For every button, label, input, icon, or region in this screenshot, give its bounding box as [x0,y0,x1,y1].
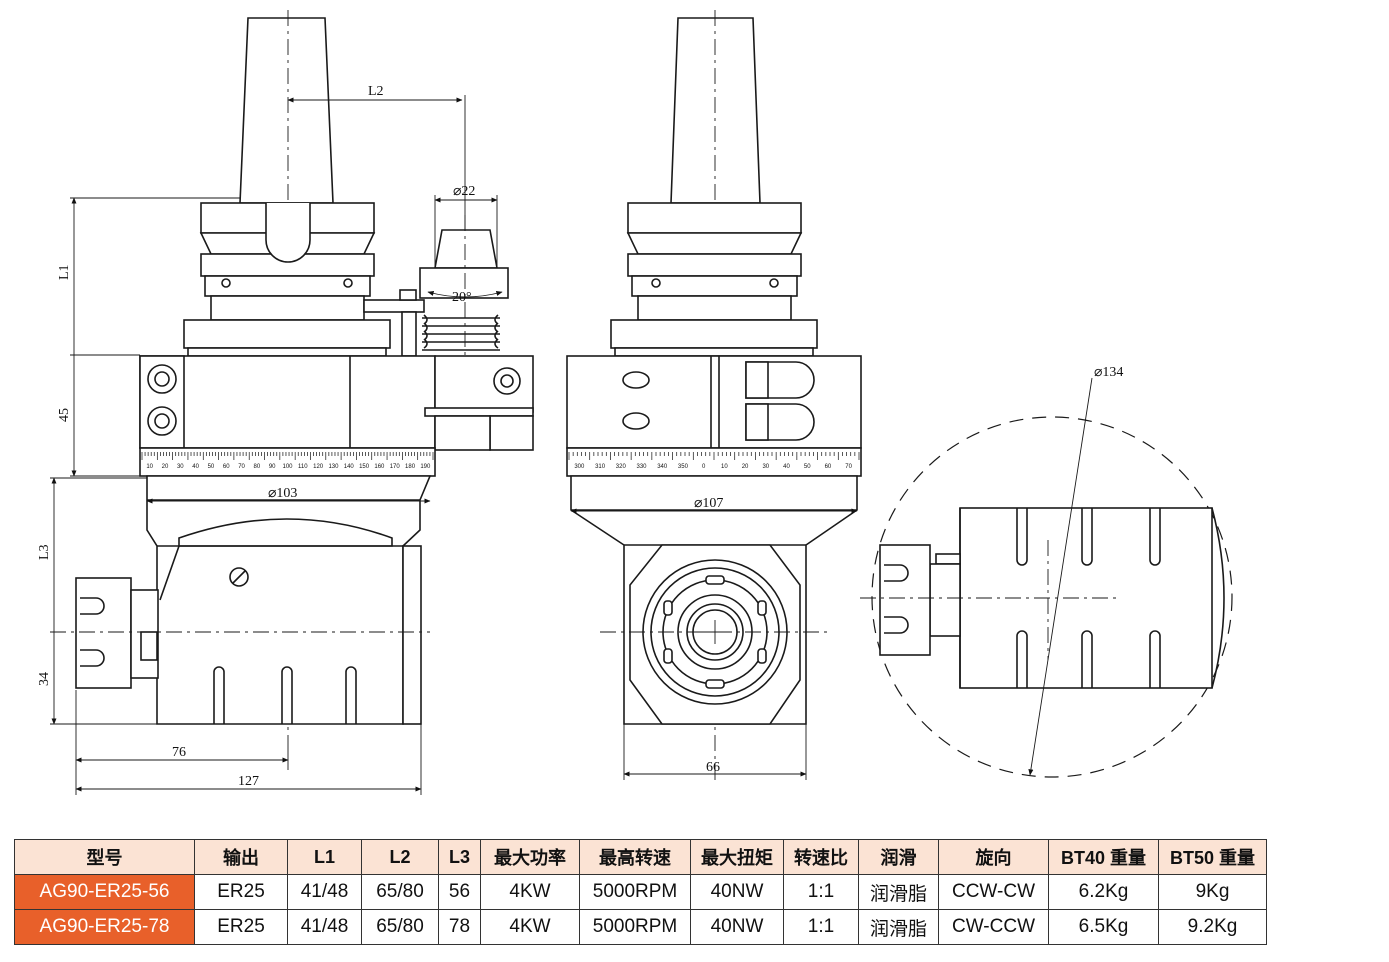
scale-left-label: 50 [208,464,215,470]
scale-left-label: 170 [390,464,401,470]
header-rotation: 旋向 [938,839,1049,875]
scale-right-label: 70 [845,464,852,470]
cell-bt40-weight: 6.5Kg [1048,909,1159,945]
cell-max-power: 4KW [480,874,580,910]
cell-l1: 41/48 [287,874,362,910]
scale-right-label: 320 [616,464,627,470]
table-row: AG90-ER25-78 ER25 41/48 65/80 78 4KW 500… [14,909,1267,945]
scale-left-label: 160 [374,464,385,470]
cell-bt50-weight: 9Kg [1158,874,1267,910]
cell-l1: 41/48 [287,909,362,945]
cell-output: ER25 [194,874,288,910]
dim-label-dia22: ⌀22 [453,184,475,199]
header-bt40-weight: BT40 重量 [1048,839,1159,875]
dim-label-angle20: 20° [452,290,472,305]
scale-right-label: 50 [804,464,811,470]
cell-model: AG90-ER25-78 [14,909,195,945]
dim-label-66: 66 [706,760,720,775]
header-speed-ratio: 转速比 [783,839,859,875]
scale-left-label: 30 [177,464,184,470]
cell-l3: 56 [438,874,481,910]
side-view: 300 310 320 330 340 350 0 10 20 30 40 50 60 70 ⌀107 6… [566,10,862,780]
cell-max-power: 4KW [480,909,580,945]
header-l1: L1 [287,839,362,875]
scale-left-label: 10 [146,464,153,470]
cell-rotation: CCW-CW [938,874,1049,910]
dim-label-76: 76 [172,745,186,760]
scale-left-label: 130 [328,464,339,470]
cell-lubrication: 润滑脂 [858,909,939,945]
header-max-speed: 最高转速 [579,839,691,875]
cell-rotation: CW-CCW [938,909,1049,945]
cell-l2: 65/80 [361,909,439,945]
scale-left-label: 40 [192,464,199,470]
cell-max-torque: 40NW [690,909,784,945]
cell-output: ER25 [194,909,288,945]
header-output: 输出 [194,839,288,875]
scale-right-label: 350 [678,464,689,470]
cell-speed-ratio: 1:1 [783,909,859,945]
table-header-row: 型号 输出 L1 L2 L3 最大功率 最高转速 最大扭矩 转速比 润滑 旋向 … [14,839,1267,875]
dim-label-L2: L2 [368,84,384,99]
header-lubrication: 润滑 [858,839,939,875]
bottom-view: ⌀134 [860,365,1233,778]
cell-max-speed: 5000RPM [579,909,691,945]
scale-right-label: 20 [742,464,749,470]
scale-left-label: 150 [359,464,370,470]
cell-bt40-weight: 6.2Kg [1048,874,1159,910]
front-view: 10 20 30 40 50 60 70 80 90 100 110 120 130 140 150 160 1… [37,10,534,795]
scale-ticks-right: 300 310 320 330 340 350 0 10 20 30 40 50 60 70 [568,452,860,470]
scale-left-label: 60 [223,464,230,470]
dim-label-45: 45 [57,408,72,422]
scale-left-label: 70 [238,464,245,470]
scale-right-label: 10 [721,464,728,470]
scale-right-label: 300 [574,464,585,470]
scale-right-label: 340 [657,464,668,470]
scale-right-label: 40 [783,464,790,470]
cell-speed-ratio: 1:1 [783,874,859,910]
header-max-power: 最大功率 [480,839,580,875]
table-row: AG90-ER25-56 ER25 41/48 65/80 56 4KW 500… [14,874,1267,910]
scale-left-label: 110 [298,464,308,470]
scale-right-label: 330 [636,464,647,470]
scale-right-label: 60 [825,464,832,470]
header-l3: L3 [438,839,481,875]
cell-lubrication: 润滑脂 [858,874,939,910]
scale-left-label: 190 [420,464,431,470]
dim-label-34: 34 [37,672,52,686]
spec-table: 型号 输出 L1 L2 L3 最大功率 最高转速 最大扭矩 转速比 润滑 旋向 … [14,839,1267,945]
scale-left-label: 20 [162,464,169,470]
cell-l3: 78 [438,909,481,945]
scale-left-label: 140 [344,464,355,470]
cell-max-speed: 5000RPM [579,874,691,910]
cell-bt50-weight: 9.2Kg [1158,909,1267,945]
scale-left-label: 120 [313,464,324,470]
dim-label-dia107: ⌀107 [694,496,723,511]
cell-model: AG90-ER25-56 [14,874,195,910]
scale-left-label: 80 [254,464,261,470]
header-bt50-weight: BT50 重量 [1158,839,1267,875]
dim-label-L1: L1 [57,264,72,280]
dim-label-127: 127 [238,774,259,789]
scale-ticks-left: 10 20 30 40 50 60 70 80 90 100 110 120 130 140 150 160 1… [141,452,434,470]
cell-l2: 65/80 [361,874,439,910]
scale-right-label: 0 [702,464,706,470]
scale-left-label: 90 [269,464,276,470]
dim-label-L3: L3 [37,544,52,560]
header-model: 型号 [14,839,195,875]
scale-left-label: 100 [282,464,293,470]
cell-max-torque: 40NW [690,874,784,910]
header-l2: L2 [361,839,439,875]
dim-label-dia134: ⌀134 [1094,365,1123,380]
scale-right-label: 30 [762,464,769,470]
dim-label-dia103: ⌀103 [268,486,297,501]
header-max-torque: 最大扭矩 [690,839,784,875]
scale-right-label: 310 [595,464,606,470]
scale-left-label: 180 [405,464,416,470]
